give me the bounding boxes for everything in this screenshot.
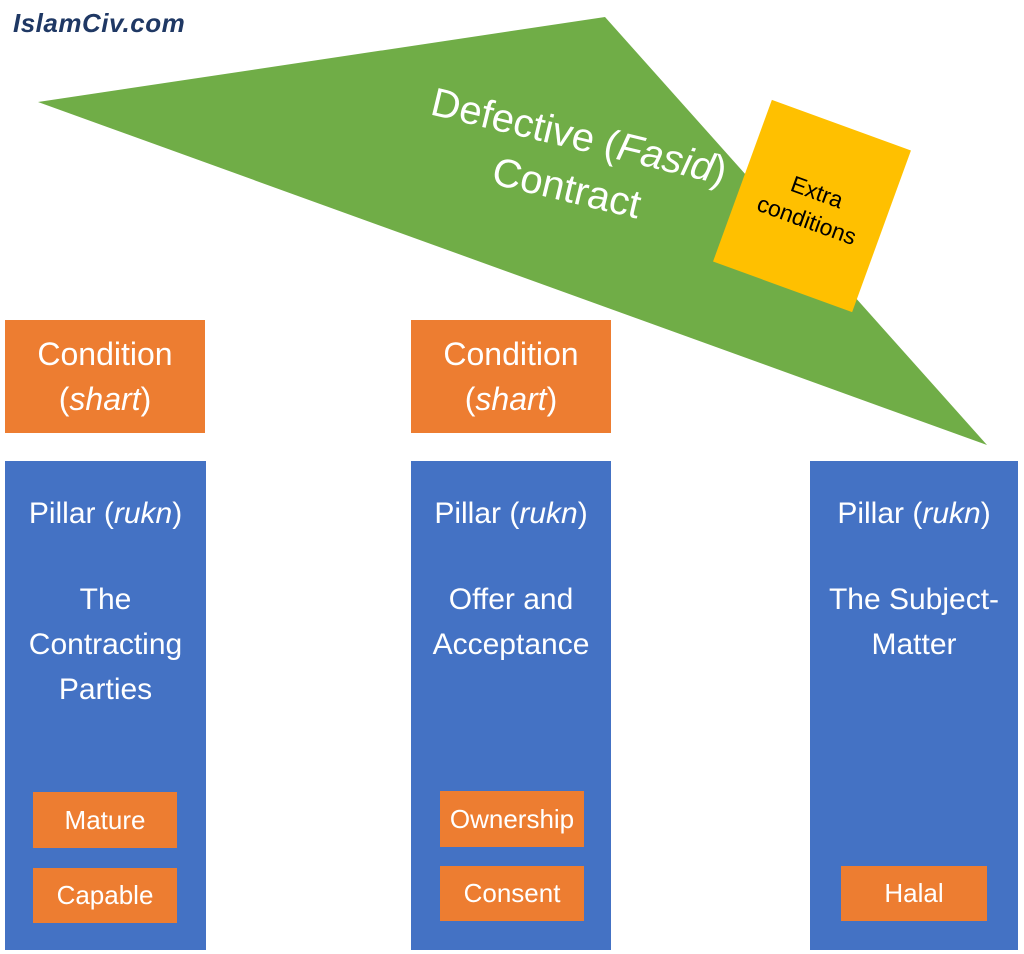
pillar-label: Pillar (rukn) (5, 491, 206, 536)
site-watermark: IslamCiv.com (13, 8, 186, 38)
green-triangle (38, 17, 987, 445)
tag-ownership: Ownership (440, 791, 584, 847)
condition-title: Condition (37, 335, 173, 372)
pillar-body-line: The Subject- (828, 583, 1000, 616)
pillar-body: Offer and Acceptance (411, 577, 611, 667)
pillar-contracting-parties: Pillar (rukn) The Contracting Parties Ma… (5, 461, 206, 950)
pillar-body: The Subject- Matter (810, 577, 1018, 667)
term-rukn: rukn (519, 497, 578, 530)
pillar-label: Pillar (rukn) (411, 491, 611, 536)
condition-term: (shart) (59, 377, 151, 422)
paren-close: ) (546, 380, 558, 417)
paren-open: ( (58, 380, 70, 417)
pillar-body-line: Parties (58, 673, 153, 706)
pillar-body-line: Contracting (28, 628, 183, 661)
pillar-body: The Contracting Parties (5, 577, 206, 712)
term-rukn: rukn (922, 497, 981, 530)
pillar-label-pre: Pillar ( (837, 497, 923, 530)
pillar-offer-acceptance: Pillar (rukn) Offer and Acceptance Owner… (411, 461, 611, 950)
condition-shart-box-2: Condition (shart) (411, 320, 611, 433)
paren-close: ) (140, 380, 152, 417)
tag-mature: Mature (33, 792, 177, 848)
pillar-label-post: ) (980, 497, 991, 530)
condition-term: (shart) (465, 377, 557, 422)
paren-open: ( (464, 380, 476, 417)
term-shart: shart (69, 380, 141, 417)
pillar-body-line: Matter (871, 628, 957, 661)
condition-title: Condition (443, 335, 579, 372)
tag-halal: Halal (841, 866, 987, 921)
pillar-body-line: Acceptance (432, 628, 590, 661)
pillar-label-pre: Pillar ( (434, 497, 520, 530)
tag-consent: Consent (440, 866, 584, 921)
pillar-label: Pillar (rukn) (810, 491, 1018, 536)
pillar-subject-matter: Pillar (rukn) The Subject- Matter Halal (810, 461, 1018, 950)
term-shart: shart (475, 380, 547, 417)
pillar-label-post: ) (172, 497, 183, 530)
condition-shart-box-1: Condition (shart) (5, 320, 205, 433)
tag-capable: Capable (33, 868, 177, 923)
pillar-body-line: Offer and (448, 583, 574, 616)
pillar-label-post: ) (577, 497, 588, 530)
term-rukn: rukn (113, 497, 173, 530)
pillar-label-pre: Pillar ( (28, 497, 114, 530)
pillar-body-line: The (79, 583, 132, 616)
